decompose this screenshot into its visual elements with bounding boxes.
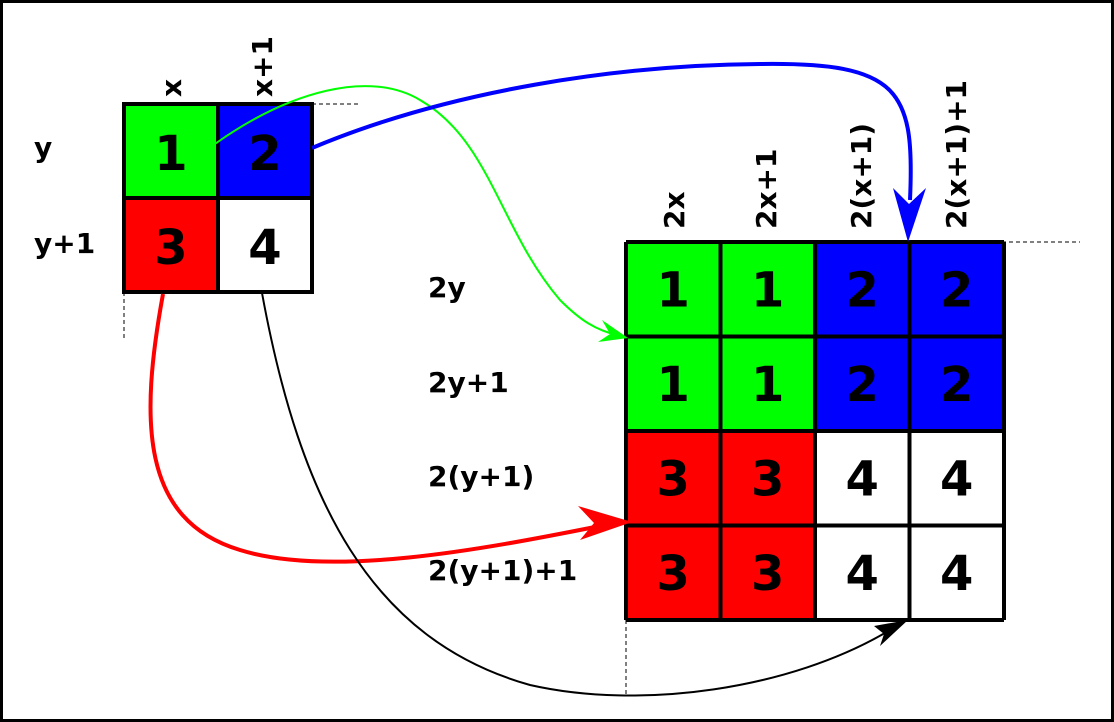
small-row-label-y: y	[34, 131, 52, 164]
small-cell-1	[124, 104, 218, 198]
large-cell-r1-c0	[626, 336, 721, 431]
black-arrow	[261, 292, 891, 697]
large-cell-r2-c1	[720, 431, 815, 526]
large-cell-r2-c3	[909, 431, 1004, 526]
large-cell-r3-c2	[815, 525, 910, 620]
small-row-label-y1: y+1	[34, 227, 95, 260]
small-cell-3	[124, 198, 218, 292]
large-cell-r2-c2-value: 4	[846, 451, 879, 507]
small-grid: 1 2 3 4	[122, 102, 314, 294]
small-grid-lines	[122, 102, 314, 294]
large-cell-r1-c0-value: 1	[657, 357, 690, 413]
large-cell-r1-c3	[909, 336, 1004, 431]
large-cell-r0-c3-value: 2	[940, 262, 973, 318]
large-cell-r2-c3-value: 4	[940, 451, 973, 507]
large-cell-r0-c1	[720, 242, 815, 337]
large-col-label-2x1: 2x+1	[750, 149, 783, 230]
large-row-label-2y1: 2y+1	[428, 366, 509, 399]
large-cell-r0-c0-value: 1	[657, 262, 690, 318]
large-cell-r1-c2	[815, 336, 910, 431]
large-row-label-2y: 2y	[428, 271, 466, 304]
large-cell-r1-c2-value: 2	[846, 357, 879, 413]
blue-arrowhead	[893, 188, 926, 242]
black-arrowhead	[874, 620, 908, 646]
small-cell-4	[218, 198, 312, 292]
small-cell-4-value: 4	[248, 220, 281, 276]
small-cell-2	[218, 104, 312, 198]
arrows	[148, 61, 926, 697]
large-cell-r2-c0-value: 3	[657, 451, 690, 507]
large-cell-r2-c1-value: 3	[751, 451, 784, 507]
large-cell-r3-c0	[626, 525, 721, 620]
large-col-label-2x: 2x	[658, 191, 691, 229]
large-cell-r0-c1-value: 1	[751, 262, 784, 318]
large-cell-r0-c0	[626, 242, 721, 337]
small-cell-3-value: 3	[154, 220, 187, 276]
large-cell-r3-c3-value: 4	[940, 546, 973, 602]
red-arrowhead	[578, 506, 632, 540]
large-row-label-2y1p: 2(y+1)	[428, 460, 534, 493]
small-cell-1-value: 1	[154, 126, 187, 182]
large-cell-r3-c0-value: 3	[657, 546, 690, 602]
large-cell-r1-c1-value: 1	[751, 357, 784, 413]
large-cell-r0-c2	[815, 242, 910, 337]
blue-arrow	[311, 61, 913, 201]
small-col-label-x: x	[155, 79, 188, 97]
large-cell-r2-c0	[626, 431, 721, 526]
large-cell-r0-c3	[909, 242, 1004, 337]
large-col-label-2x1p: 2(x+1)	[845, 123, 878, 229]
large-cell-r3-c3	[909, 525, 1004, 620]
green-arrowhead	[598, 320, 628, 342]
large-grid: 1 1 2 2 1 1 2 2 3 3 4 4 3 3 4 4	[624, 240, 1006, 622]
large-cell-r1-c3-value: 2	[940, 357, 973, 413]
large-cell-r3-c2-value: 4	[846, 546, 879, 602]
large-grid-lines	[624, 240, 1006, 622]
large-col-label-2x1p1: 2(x+1)+1	[940, 80, 973, 229]
red-arrow	[148, 293, 601, 564]
large-row-label-2y1p1: 2(y+1)+1	[428, 554, 577, 587]
small-col-label-x1: x+1	[246, 36, 279, 97]
large-cell-r1-c1	[720, 336, 815, 431]
large-cell-r2-c2	[815, 431, 910, 526]
large-cell-r3-c1	[720, 525, 815, 620]
large-cell-r3-c1-value: 3	[751, 546, 784, 602]
small-cell-2-value: 2	[248, 126, 281, 182]
large-cell-r0-c2-value: 2	[846, 262, 879, 318]
green-arrow	[211, 85, 621, 337]
